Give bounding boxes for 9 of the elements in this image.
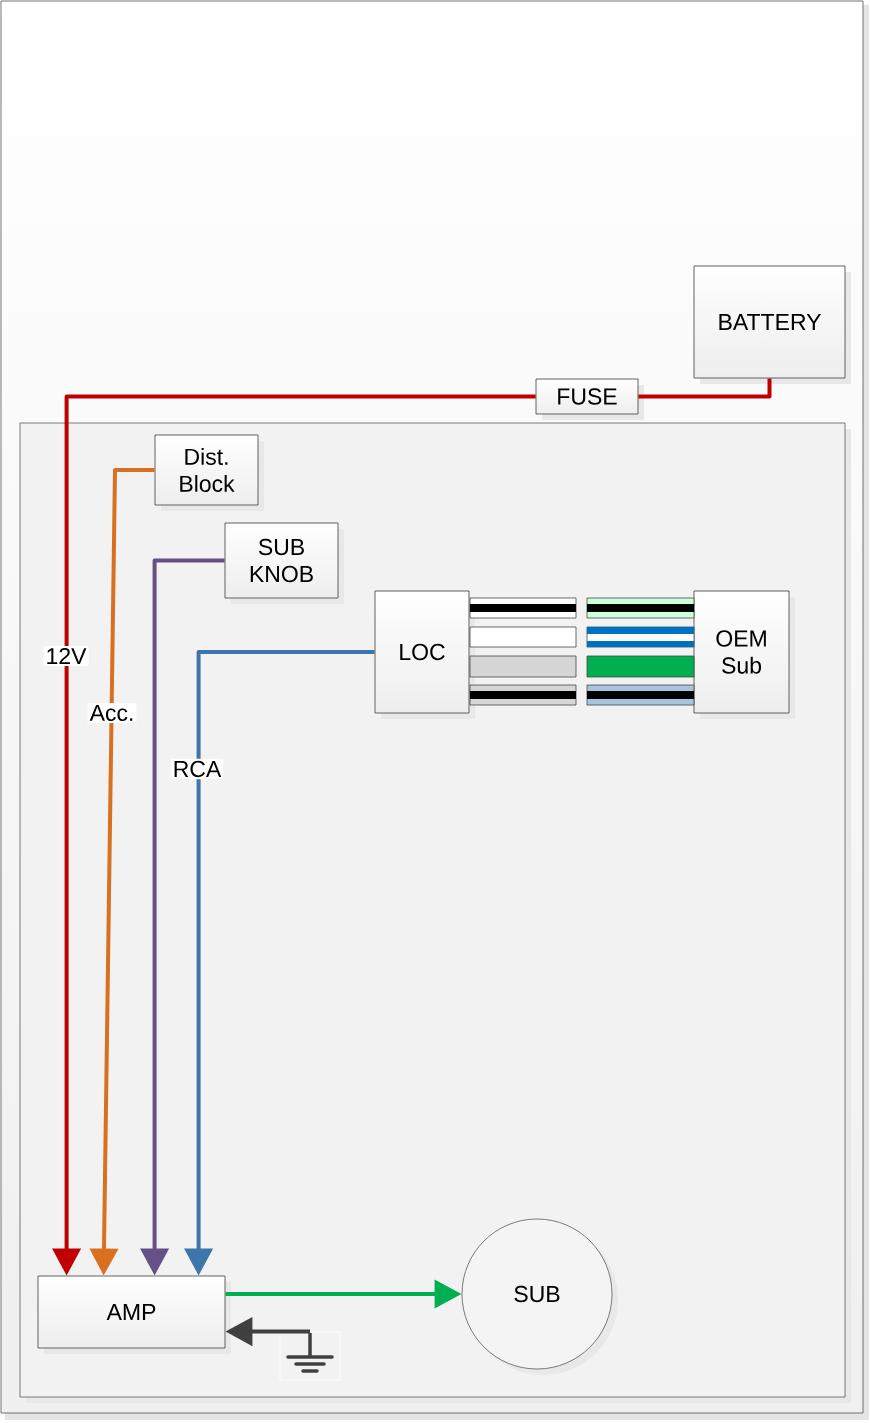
- block-box: Dist. Block: [154, 434, 264, 511]
- amp-box: AMP: [37, 1275, 231, 1354]
- ground-symbol: [279, 1331, 341, 1381]
- knob-box: SUB KNOB: [224, 522, 344, 604]
- oem-box: OEM Sub: [693, 590, 795, 719]
- fuse-box: FUSE: [535, 378, 644, 420]
- battery-box: BATTERY: [693, 265, 851, 384]
- loc-box: LOC: [374, 590, 475, 719]
- wire: [638, 378, 772, 399]
